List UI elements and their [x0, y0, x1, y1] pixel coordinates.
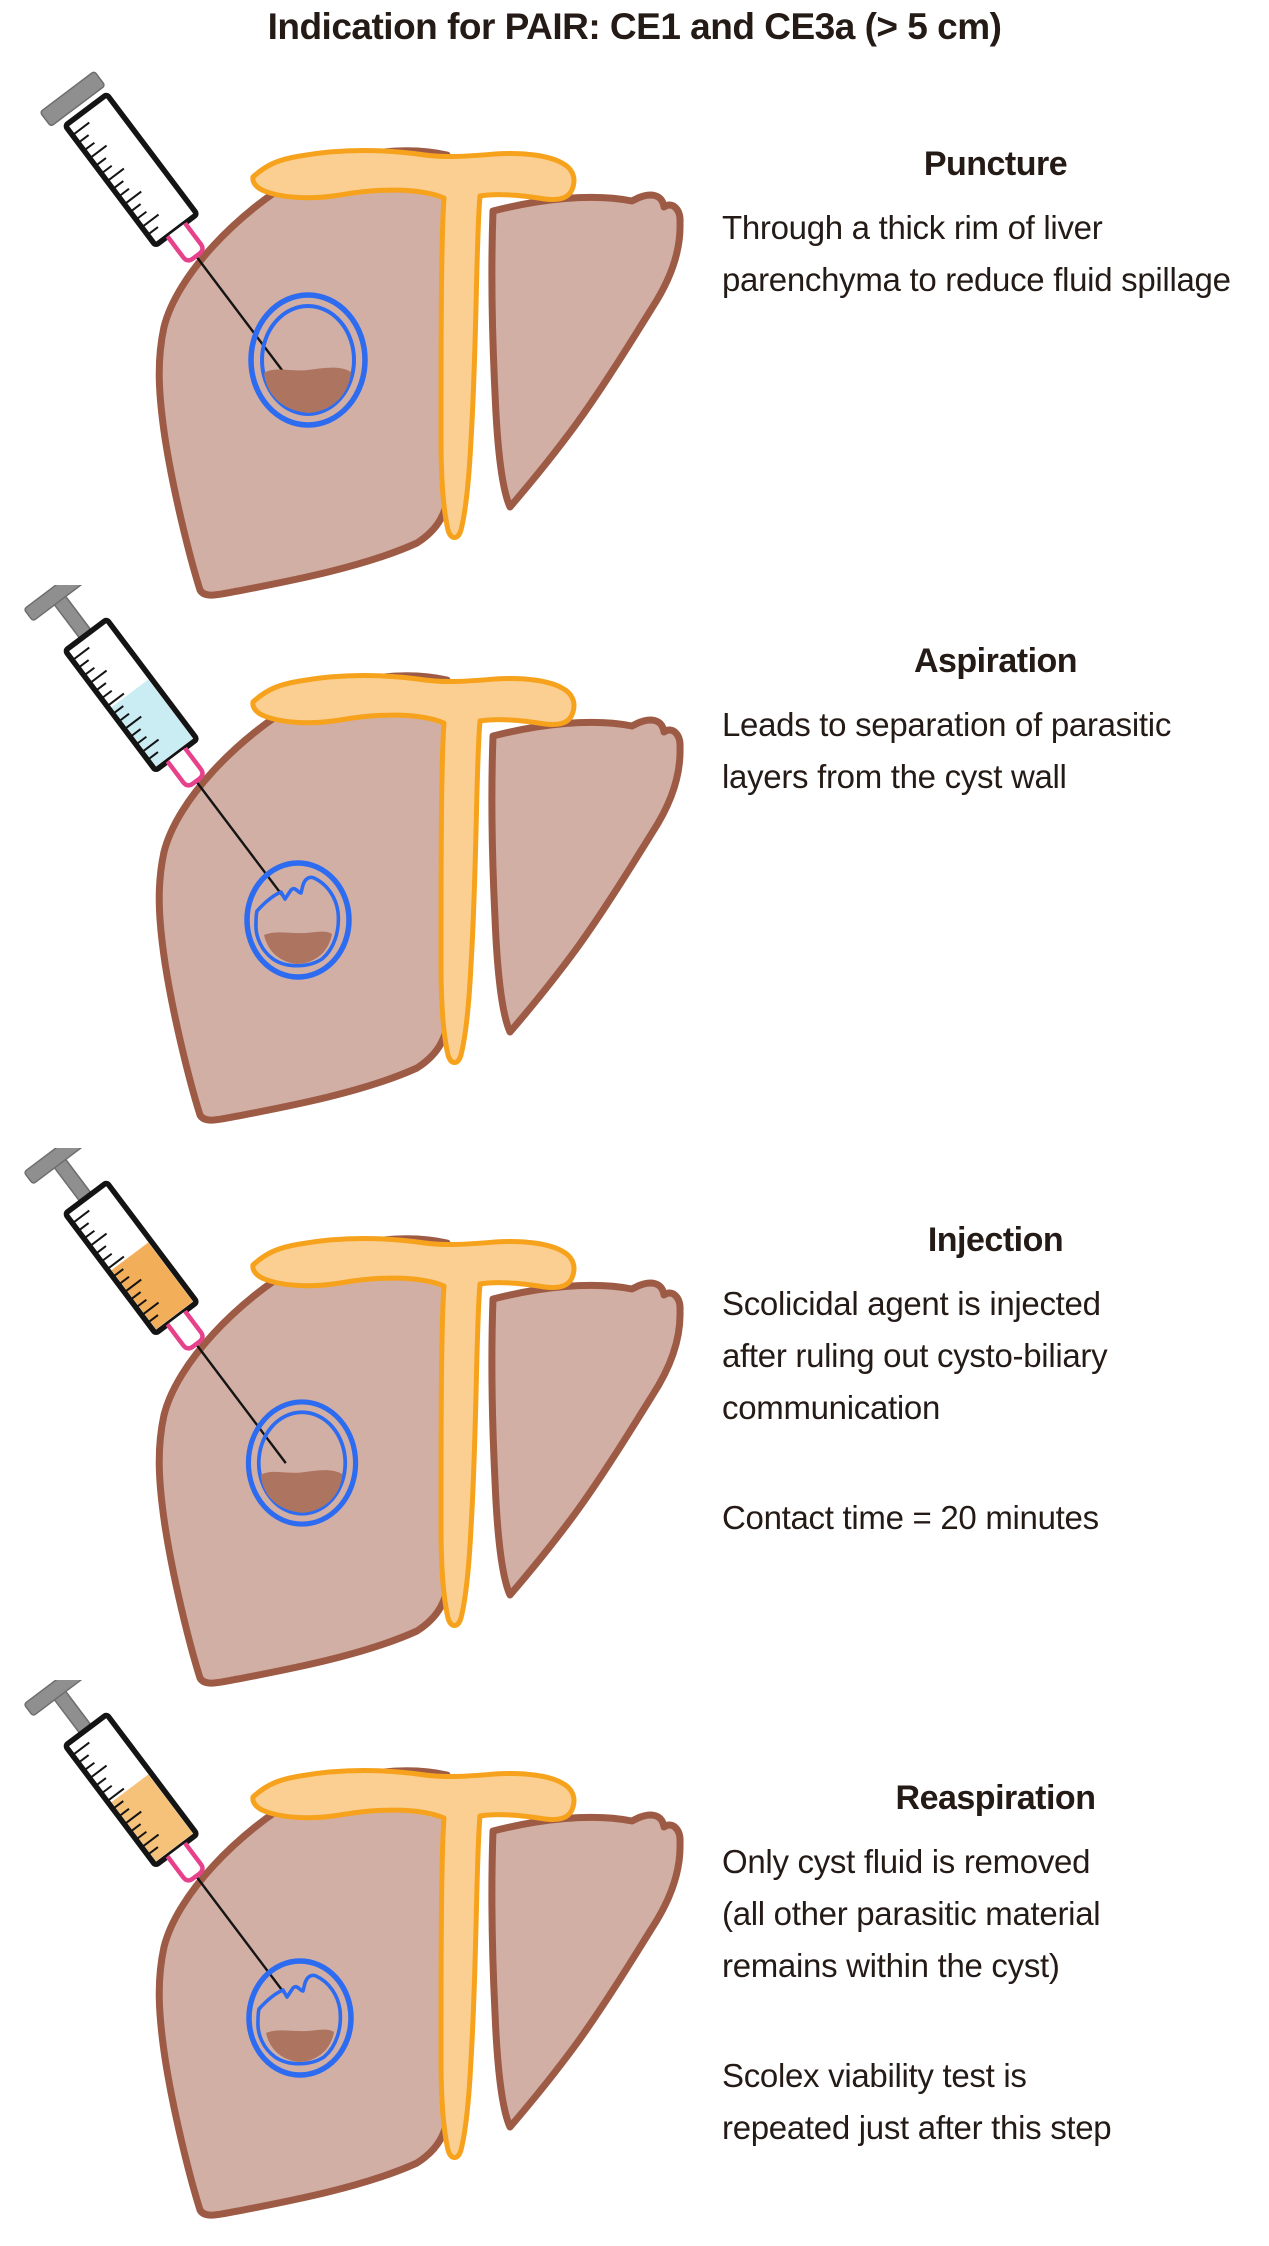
figure-title: Indication for PAIR: CE1 and CE3a (> 5 c… [267, 6, 1002, 47]
detached-membrane [256, 1973, 343, 2066]
liver-illustration [0, 585, 700, 1125]
step-description: Only cyst fluid is removed (all other pa… [722, 1843, 1101, 1984]
hydatid-cyst [245, 1399, 359, 1527]
hydatid-cyst [246, 1958, 354, 2078]
step-injection: Injection Scolicidal agent is injected a… [0, 1148, 1269, 1688]
liver-illustration-svg [40, 71, 684, 599]
liver-right-lobe [488, 191, 684, 511]
needle [194, 779, 287, 901]
syringe-plunger [40, 71, 105, 127]
needle-hub [165, 746, 205, 788]
hydatid-cyst [248, 292, 368, 428]
syringe-barrel [63, 1180, 199, 1335]
liver-left-lobe [155, 1767, 459, 2219]
step-text: Aspiration Leads to separation of parasi… [722, 641, 1269, 803]
step-description: Leads to separation of parasitic layers … [722, 706, 1172, 795]
needle-hub [165, 221, 205, 263]
step-aspiration: Aspiration Leads to separation of parasi… [0, 585, 1269, 1125]
step-heading: Reaspiration [895, 1779, 1096, 1817]
syringe-plunger [24, 1148, 94, 1206]
syringe-fluid [111, 679, 193, 767]
liver [155, 147, 684, 599]
syringe-fluid [111, 1242, 193, 1330]
needle [194, 1874, 287, 1996]
liver-illustration-svg [24, 1148, 684, 1687]
syringe [24, 1148, 287, 1464]
biliary-tract [250, 1768, 577, 2160]
step-text: Reaspiration Only cyst fluid is removed … [722, 1778, 1269, 2154]
step-description: Through a thick rim of liver parenchyma … [722, 209, 1231, 298]
syringe-scale-ticks [73, 1209, 160, 1323]
liver-right-lobe [488, 1811, 684, 2131]
step-reaspiration: Reaspiration Only cyst fluid is removed … [0, 1680, 1269, 2220]
step-text: Injection Scolicidal agent is injected a… [722, 1220, 1269, 1544]
liver-illustration [0, 1680, 700, 2220]
needle-hub [165, 1841, 205, 1883]
syringe-plunger [24, 585, 94, 643]
step-heading: Aspiration [913, 642, 1078, 680]
liver-right-lobe [488, 716, 684, 1036]
liver [155, 1767, 684, 2219]
syringe-barrel [63, 1712, 199, 1867]
step-note: Contact time = 20 minutes [722, 1499, 1099, 1536]
step-note: Scolex viability test is repeated just a… [722, 2057, 1112, 2146]
biliary-tract [250, 148, 577, 540]
syringe [24, 1680, 287, 1996]
liver-illustration [0, 1148, 700, 1688]
hydatid-cyst [244, 860, 352, 980]
cyst-sediment [264, 931, 332, 964]
cyst-sediment [260, 1470, 343, 1513]
liver-illustration-svg [24, 585, 684, 1124]
step-puncture: Puncture Through a thick rim of liver pa… [0, 60, 1269, 600]
biliary-tract [250, 673, 577, 1065]
needle [194, 1342, 287, 1464]
syringe-scale-ticks [73, 646, 160, 760]
cyst-sediment [266, 2029, 334, 2062]
syringe-scale-ticks [73, 1741, 160, 1855]
liver-left-lobe [155, 1235, 459, 1687]
cyst-sediment [264, 367, 351, 413]
liver-left-lobe [155, 672, 459, 1124]
needle-hub [165, 1309, 205, 1351]
syringe-scale-ticks [73, 121, 160, 235]
liver [155, 672, 684, 1124]
liver [155, 1235, 684, 1687]
step-heading: Puncture [923, 145, 1068, 183]
syringe-fluid [111, 1774, 193, 1862]
syringe [24, 585, 287, 901]
needle [194, 254, 287, 376]
step-text: Puncture Through a thick rim of liver pa… [722, 144, 1269, 306]
liver-right-lobe [488, 1279, 684, 1599]
syringe [40, 71, 287, 376]
liver-illustration [0, 60, 700, 600]
step-heading: Injection [927, 1221, 1064, 1259]
step-description: Scolicidal agent is injected after rulin… [722, 1285, 1108, 1426]
biliary-tract [250, 1236, 577, 1628]
liver-illustration-svg [24, 1680, 684, 2219]
detached-membrane [254, 875, 341, 968]
